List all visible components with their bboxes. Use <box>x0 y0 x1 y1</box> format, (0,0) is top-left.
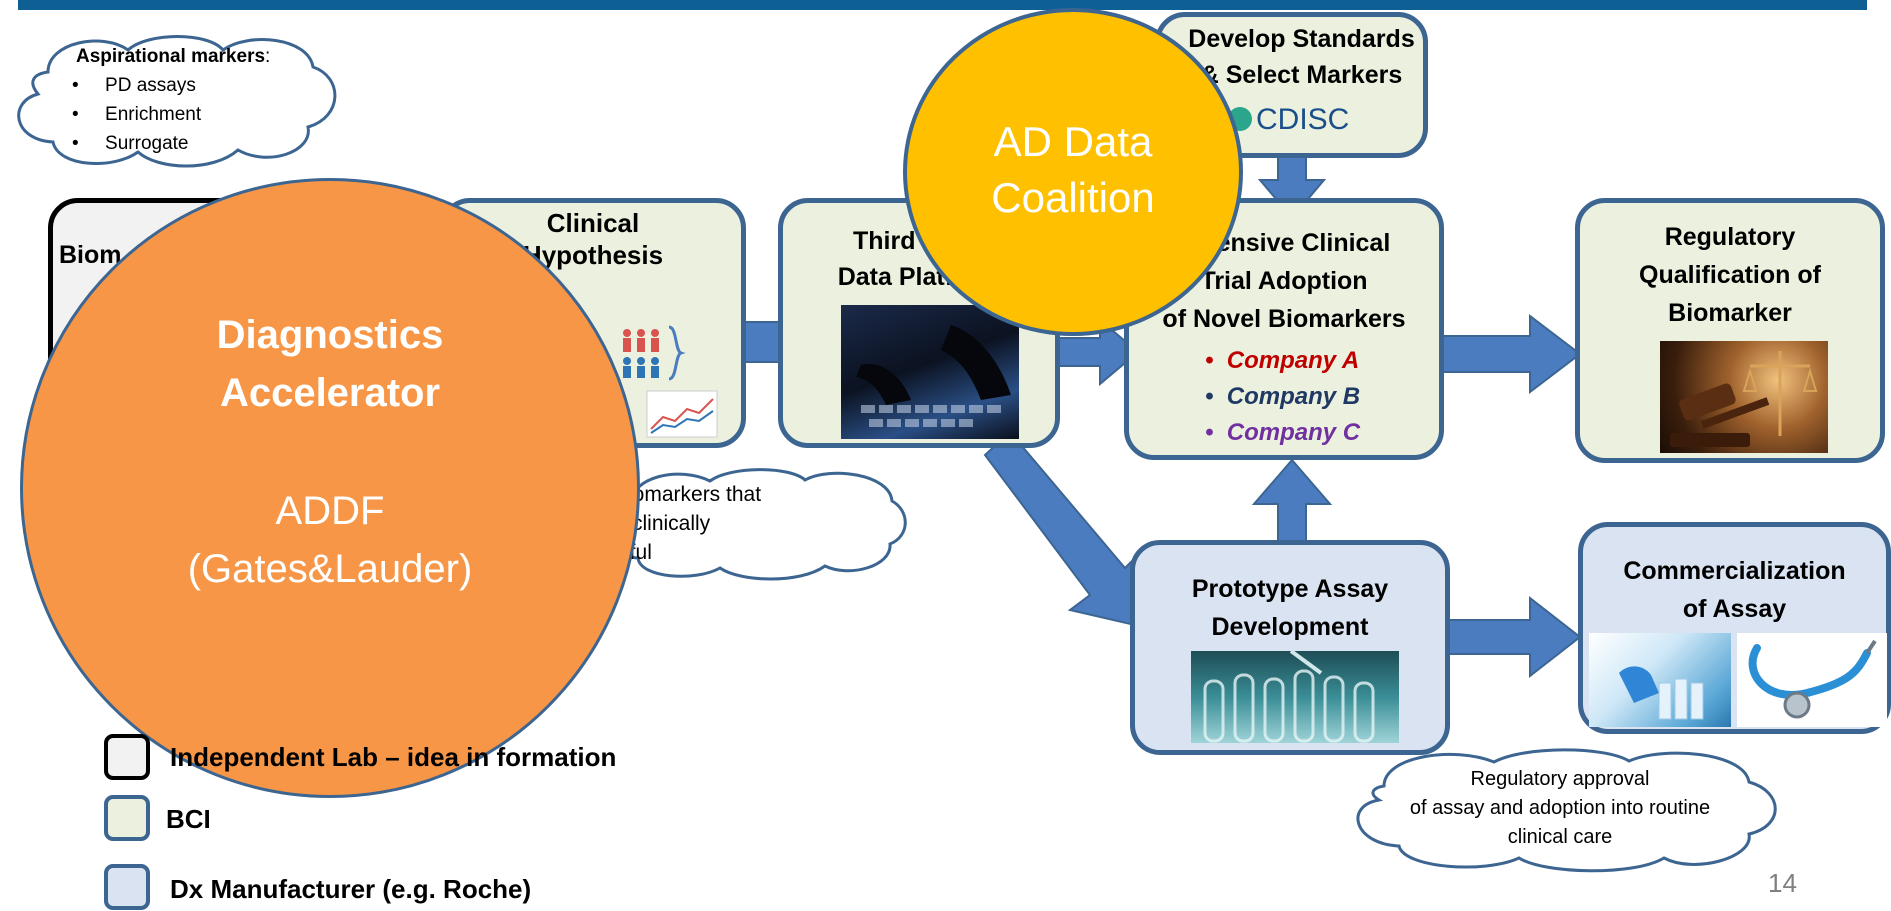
stethoscope-graphic <box>1748 639 1877 719</box>
arrow-platform-to-prototype <box>983 430 1142 627</box>
aspirational-item: • PD assays <box>72 75 196 96</box>
company-a-item: • Company A <box>1205 347 1360 374</box>
aspirational-heading: Aspirational markers <box>76 46 266 67</box>
company-c-item: • Company C <box>1205 419 1361 446</box>
test-tubes-photo <box>1191 651 1399 743</box>
title-bar-strip <box>18 0 1867 10</box>
diagnostics-title-1: Diagnostics <box>216 313 444 357</box>
test-tubes-graphic <box>1203 651 1375 743</box>
aspirational-cloud-shape <box>17 35 337 168</box>
approval-cloud-text: Regulatory approval of assay and adoptio… <box>1380 765 1740 852</box>
legend-swatch-dx-manufacturer <box>104 864 150 910</box>
biomarkers-cloud-line-2: clinically <box>632 512 711 535</box>
approval-cloud-line-2: of assay and adoption into routine <box>1409 797 1711 819</box>
page-number: 14 <box>1768 868 1797 898</box>
company-b-item: • Company B <box>1205 383 1361 410</box>
gavel-graphic <box>1670 351 1818 447</box>
biomarkers-cloud-line-3: gful <box>618 541 652 564</box>
legend-label-dx-manufacturer: Dx Manufacturer (e.g. Roche) <box>170 874 532 904</box>
prototype-title-1: Prototype Assay <box>1191 575 1389 603</box>
biomarkers-cloud-line-1: iomarkers that <box>628 483 762 506</box>
standards-title-1: Develop Standards <box>1188 25 1415 53</box>
ad-data-title-1: AD Data <box>993 118 1153 165</box>
ad-data-title-2: Coalition <box>991 174 1155 221</box>
commercial-title-1: Commercialization <box>1623 557 1846 585</box>
gavel-scales-photo <box>1660 341 1828 453</box>
arrow-prototype-to-adoption <box>1251 458 1333 551</box>
adoption-title-3: of Novel Biomarkers <box>1162 305 1406 333</box>
diagnostics-org: ADDF <box>275 489 385 533</box>
commercial-title-2: of Assay <box>1682 595 1787 623</box>
regulatory-title-3: Biomarker <box>1668 299 1792 327</box>
prototype-assay-box: Prototype Assay Development <box>1130 540 1450 755</box>
ad-data-coalition-circle: AD Data Coalition <box>903 8 1243 336</box>
approval-cloud-line-3: clinical care <box>1507 826 1613 848</box>
diagnostics-title-2: Accelerator <box>219 371 441 415</box>
biomarker-box-title: Biom <box>59 241 122 269</box>
legend-swatch-bci <box>104 795 150 841</box>
aspirational-item: • Enrichment <box>72 104 202 125</box>
regulatory-qualification-box: Regulatory Qualification of Biomarker <box>1575 198 1885 463</box>
diagnostics-accelerator-circle: Diagnostics Accelerator ADDF (Gates&Laud… <box>20 178 640 798</box>
approval-cloud-shape <box>1356 748 1777 873</box>
prototype-title-2: Development <box>1211 613 1369 641</box>
legend-label-bci: BCI <box>166 804 211 834</box>
diagnostics-funders: (Gates&Lauder) <box>187 547 473 591</box>
standards-title-2: & Select Markers <box>1200 61 1403 89</box>
legend-label-independent-lab: Independent Lab – idea in formation <box>170 742 617 772</box>
cdisc-logo: CDISC <box>1228 103 1349 137</box>
keyboard-graphic <box>856 325 1011 427</box>
biomarkers-cloud-text: iomarkers that clinically gful <box>618 480 762 567</box>
people-chart-illustration <box>623 325 718 438</box>
lab-glove-graphic <box>1619 666 1704 720</box>
approval-cloud-line-1: Regulatory approval <box>1470 768 1650 790</box>
aspirational-cloud: Aspirational markers: • PD assays • Enri… <box>72 42 270 158</box>
lab-work-photo <box>1589 633 1731 727</box>
arrow-platform-to-adoption <box>1057 317 1140 387</box>
arrow-adoption-to-regulatory <box>1429 313 1582 395</box>
legend-swatch-independent-lab <box>104 734 150 780</box>
stethoscope-photo <box>1737 633 1887 727</box>
adoption-title-2: Trial Adoption <box>1200 267 1368 295</box>
clinical-hypothesis-title-1: Clinical <box>546 208 640 238</box>
regulatory-title-1: Regulatory <box>1664 223 1796 251</box>
hacker-keyboard-photo <box>841 305 1019 439</box>
arrow-prototype-to-commercial <box>1439 595 1582 679</box>
aspirational-item: • Surrogate <box>72 133 189 154</box>
commercialization-box: Commercialization of Assay <box>1578 522 1891 734</box>
regulatory-title-2: Qualification of <box>1639 261 1821 289</box>
